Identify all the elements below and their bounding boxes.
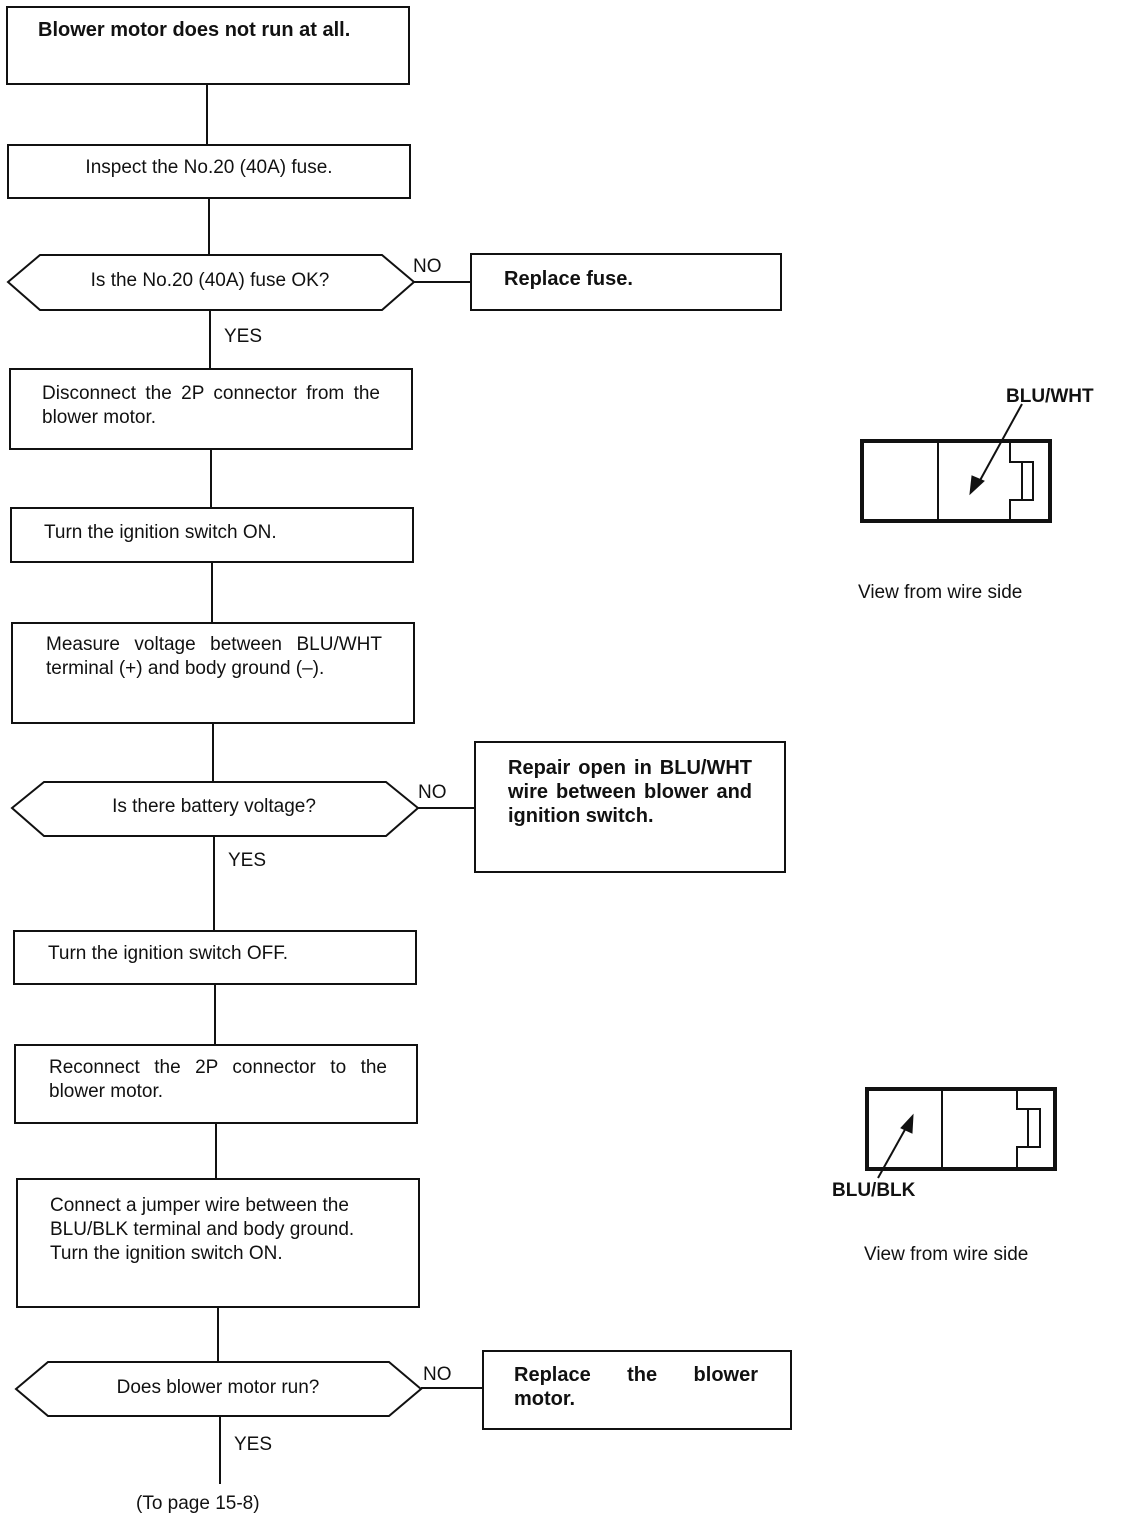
step-jumper-text: Connect a jumper wire between the BLU/BL… (50, 1195, 355, 1264)
step-measure-text: Measure voltage between BLU/WHT terminal… (46, 634, 382, 679)
connector-2-caption: View from wire side (864, 1244, 1029, 1265)
step-ignition-on-text: Turn the ignition switch ON. (44, 522, 277, 543)
step-jumper-box (16, 1178, 420, 1308)
step-reconnect-text: Reconnect the 2P connector to the blower… (49, 1057, 387, 1102)
connector-2-wire-label: BLU/BLK (832, 1180, 916, 1201)
step-disconnect-text: Disconnect the 2P connector from the blo… (42, 383, 380, 428)
connector-1-drawing (860, 403, 1052, 523)
decision-diamond (14, 1361, 423, 1417)
yes-label: YES (234, 1434, 273, 1455)
decision-diamond (6, 254, 416, 311)
decision-blower-run-text: Does blower motor run? (116, 1377, 320, 1398)
step-ignition-off-text: Turn the ignition switch OFF. (48, 943, 289, 964)
no-label: NO (418, 782, 447, 803)
decision-fuse-ok-text: Is the No.20 (40A) fuse OK? (90, 270, 330, 291)
connector-1-caption: View from wire side (858, 582, 1023, 603)
step-inspect-fuse-text: Inspect the No.20 (40A) fuse. (85, 157, 333, 178)
step-reconnect-box (14, 1044, 418, 1124)
step-disconnect-box (9, 368, 413, 450)
connector-2-drawing (865, 1087, 1057, 1179)
connector-1-wire-label: BLU/WHT (1006, 386, 1094, 407)
repair-open-box (474, 741, 786, 873)
decision-diamond (10, 781, 420, 837)
step-measure-box (11, 622, 415, 724)
no-label: NO (423, 1364, 452, 1385)
repair-open-text: Repair open in BLU/WHT wire between blow… (508, 757, 752, 827)
yes-label: YES (228, 850, 267, 871)
step-ignition-on-box (10, 507, 414, 563)
step-inspect-fuse-box (7, 144, 411, 199)
replace-blower-text: Replace the blower motor. (514, 1364, 758, 1410)
replace-blower-box (482, 1350, 792, 1430)
step-ignition-off-box (13, 930, 417, 985)
step-start-text: Blower motor does not run at all. (38, 19, 351, 41)
replace-fuse-box (470, 253, 782, 311)
continuation-note: (To page 15-8) (136, 1493, 260, 1514)
replace-fuse-text: Replace fuse. (504, 268, 633, 290)
decision-battery-voltage-text: Is there battery voltage? (112, 796, 316, 817)
step-start-box (6, 6, 410, 85)
yes-label: YES (224, 326, 263, 347)
no-label: NO (413, 256, 442, 277)
